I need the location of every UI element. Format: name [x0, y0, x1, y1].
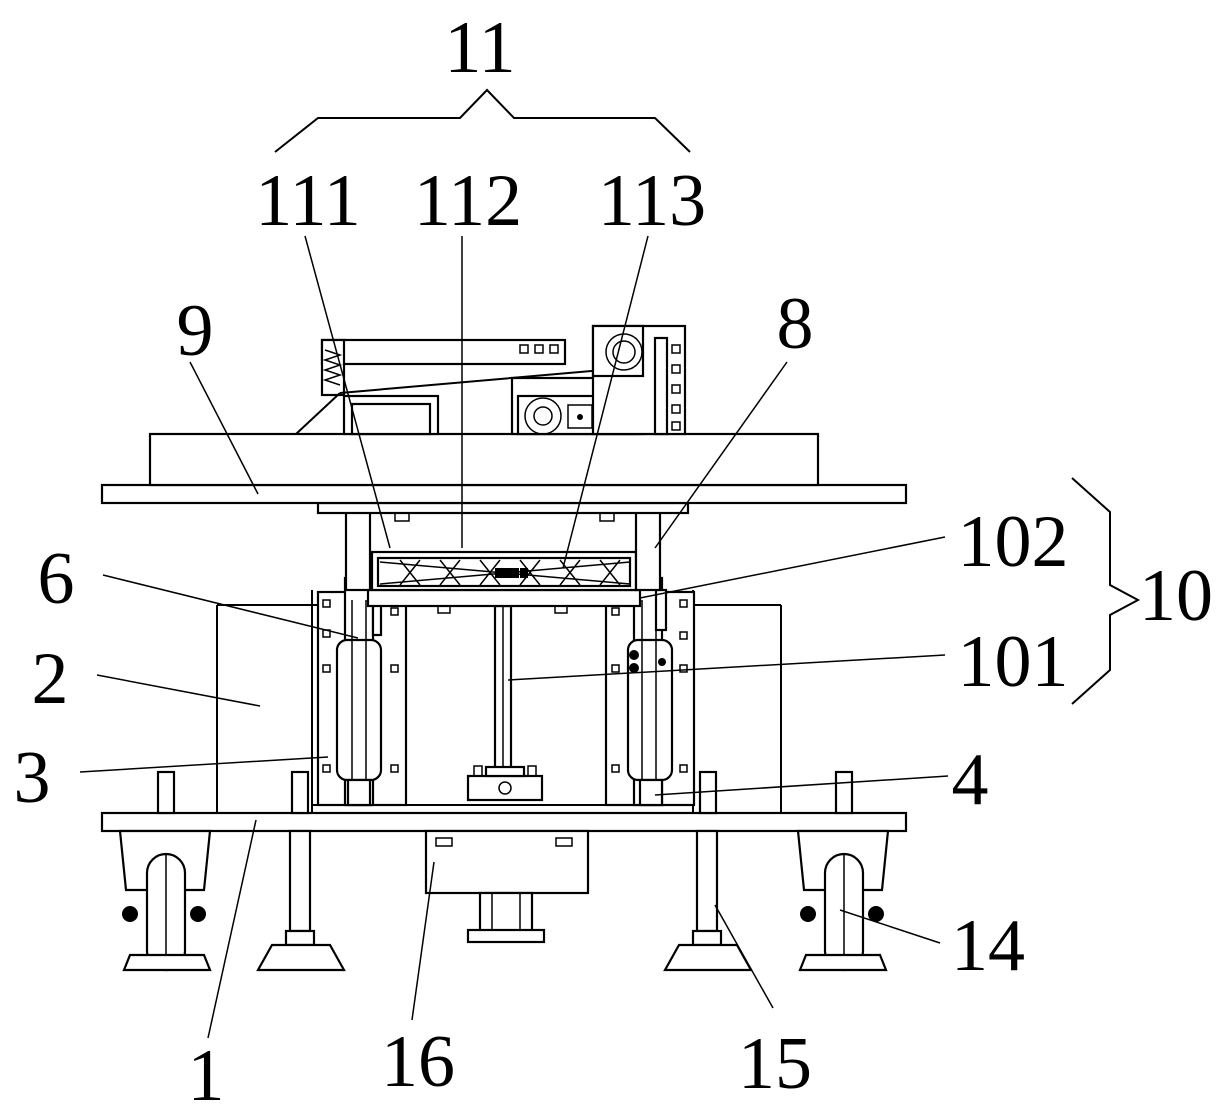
left-guide-assembly [316, 576, 408, 807]
bottom-cylinder [424, 829, 590, 944]
right-guide-assembly [604, 576, 696, 807]
left-caster-wheel [118, 829, 212, 972]
label-14: 14 [951, 905, 1025, 987]
base-plate [100, 811, 908, 833]
label-101: 101 [958, 621, 1069, 703]
left-leveling-foot [256, 829, 346, 972]
label-8: 8 [777, 283, 814, 365]
label-9: 9 [177, 290, 214, 372]
label-2: 2 [32, 638, 69, 720]
support-columns [316, 501, 690, 592]
housing-box [216, 604, 782, 813]
label-111: 111 [255, 160, 361, 242]
work-tray [370, 550, 638, 592]
label-4: 4 [952, 739, 989, 821]
callout-labels: 11 111 112 113 9 8 6 2 3 102 10 101 4 14… [14, 7, 1214, 1117]
label-15: 15 [738, 1023, 812, 1105]
leader-lines [79, 235, 949, 1039]
label-16: 16 [381, 1021, 455, 1103]
label-1: 1 [188, 1035, 225, 1114]
label-3: 3 [14, 737, 51, 819]
label-11: 11 [444, 7, 515, 89]
label-6: 6 [38, 538, 75, 620]
label-102: 102 [958, 501, 1069, 583]
label-112: 112 [414, 160, 522, 242]
central-rod [466, 604, 544, 802]
label-10: 10 [1139, 555, 1213, 637]
right-caster-wheel [796, 829, 890, 972]
top-mechanism [295, 324, 687, 436]
brace-11 [274, 88, 691, 153]
brace-10 [1071, 477, 1141, 705]
right-leveling-foot [663, 829, 753, 972]
label-113: 113 [598, 160, 706, 242]
top-plate [100, 432, 908, 505]
